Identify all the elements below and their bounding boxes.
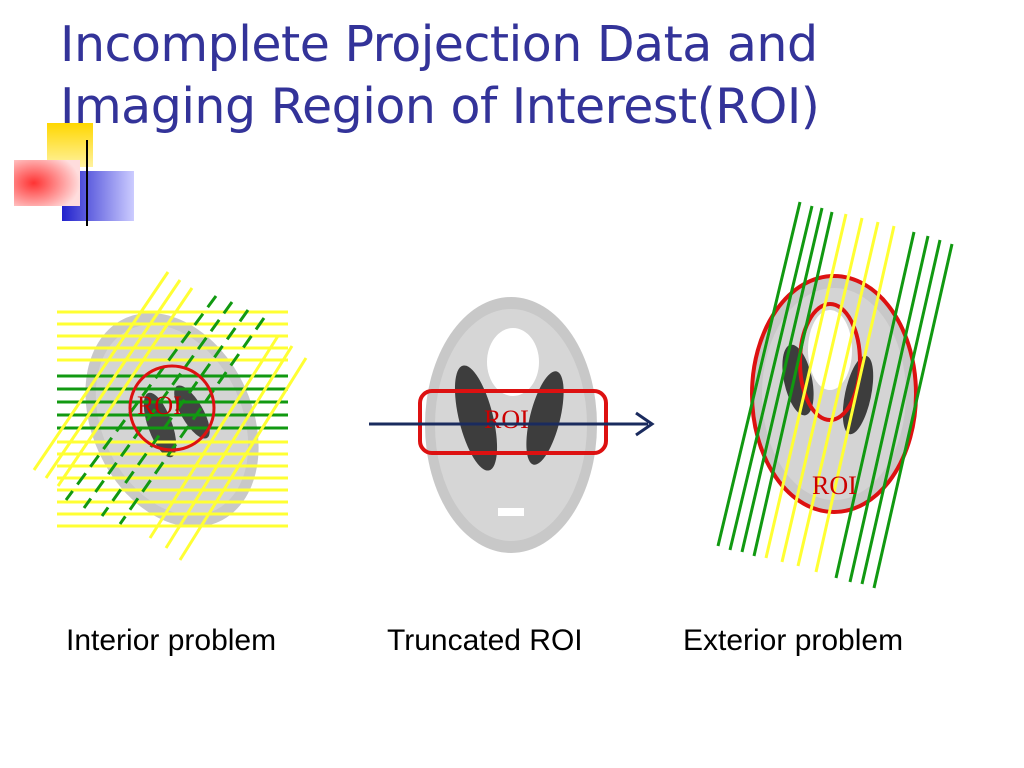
phantom-bright-spot [487, 328, 539, 396]
roi-rect-truncated [418, 389, 608, 455]
roi-label-truncated: ROI [484, 405, 529, 434]
phantom-inner [762, 288, 906, 500]
exterior-yellow-rays [764, 213, 896, 573]
bullet-squares-decoration [14, 123, 960, 226]
caption-truncated-roi: Truncated ROI [387, 624, 583, 657]
phantom-dark-right [174, 385, 210, 439]
exterior-green-rays [716, 201, 954, 589]
roi-outer-boundary [750, 274, 918, 514]
title-line-1: Incomplete Projection Data and [60, 16, 818, 73]
phantom-small-spots [498, 508, 524, 516]
diagonal-green-rays [64, 295, 266, 525]
truncated-roi-panel: ROI [369, 297, 655, 553]
horizontal-yellow-rays [57, 310, 288, 528]
interior-problem-panel: ROI [32, 271, 308, 561]
arrow-head [635, 411, 655, 437]
roi-inner-boundary [798, 302, 862, 422]
yellow-square [47, 123, 93, 167]
exterior-problem-panel: ROI [716, 201, 954, 589]
caption-exterior-problem: Exterior problem [683, 624, 904, 657]
caption-interior-problem: Interior problem [66, 624, 277, 657]
slide-title: Incomplete Projection Data and Imaging R… [60, 14, 1000, 138]
title-line-2: Imaging Region of Interest(ROI) [60, 78, 820, 135]
roi-diagram: ROI ROI [32, 201, 954, 589]
roi-label-exterior: ROI [812, 471, 857, 500]
diagonal-yellow-rays [32, 271, 308, 561]
phantom-dark-right [526, 371, 564, 465]
roi-circle-interior [128, 364, 216, 452]
red-square [14, 160, 80, 206]
roi-label-interior: ROI [137, 391, 182, 420]
